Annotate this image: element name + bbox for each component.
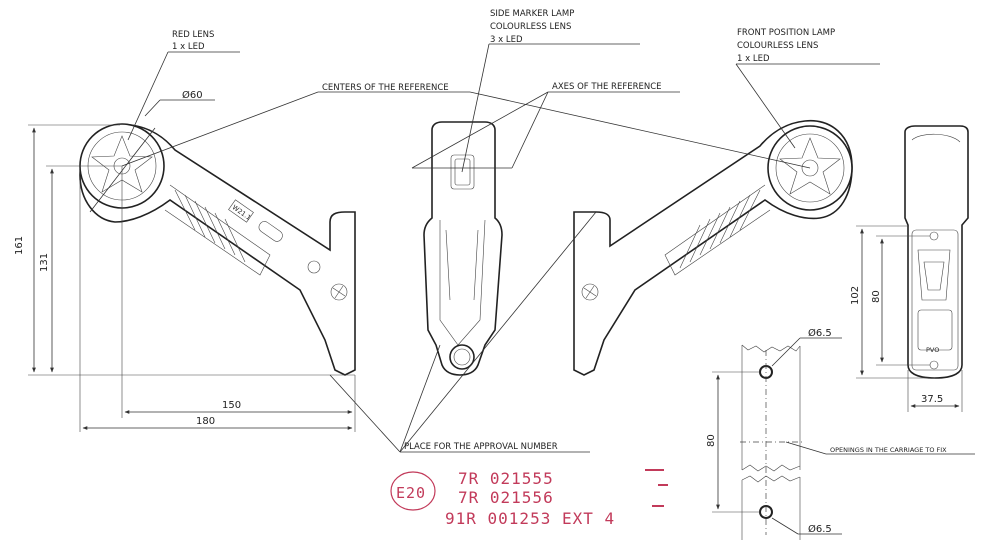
side-marker-lens: COLOURLESS LENS bbox=[490, 22, 571, 32]
front-position-lens: COLOURLESS LENS bbox=[737, 41, 818, 51]
dim-102: 102 bbox=[850, 286, 861, 305]
center-lamp-view bbox=[423, 121, 503, 376]
red-lens-label: RED LENS bbox=[172, 30, 214, 40]
far-right-dimensions: 102 80 37.5 bbox=[850, 225, 963, 412]
pvo-text: PVO bbox=[926, 346, 939, 354]
stamp-line2: 7R 021556 bbox=[458, 488, 554, 507]
left-dimensions: 161 131 150 180 Ø60 bbox=[14, 89, 356, 432]
stamp-prefix: E20 bbox=[396, 484, 426, 502]
dim-d60: Ø60 bbox=[182, 89, 203, 101]
dim-d6-5-top: Ø6.5 bbox=[808, 327, 832, 339]
leader-lines: RED LENS 1 x LED SIDE MARKER LAMP COLOUR… bbox=[121, 9, 880, 453]
dim-180: 180 bbox=[196, 416, 215, 427]
far-right-view: PVO bbox=[904, 125, 969, 379]
dim-161: 161 bbox=[14, 236, 25, 255]
approval-stamp: E20 7R 021555 7R 021556 91R 001253 EXT 4 bbox=[390, 469, 668, 528]
side-marker-qty: 3 x LED bbox=[490, 35, 523, 45]
side-marker-label: SIDE MARKER LAMP bbox=[490, 9, 574, 19]
holes-detail: 80 Ø6.5 Ø6.5 OPENINGS IN THE CARRIAGE TO… bbox=[706, 327, 975, 540]
stamp-line3: 91R 001253 EXT 4 bbox=[445, 509, 615, 528]
centers-ref-label: CENTERS OF THE REFERENCE bbox=[322, 83, 449, 93]
dim-d6-5-bottom: Ø6.5 bbox=[808, 523, 832, 535]
dim-80-side: 80 bbox=[871, 290, 882, 303]
approval-label: PLACE FOR THE APPROVAL NUMBER bbox=[404, 442, 558, 452]
front-position-label: FRONT POSITION LAMP bbox=[737, 28, 835, 38]
red-lens-qty: 1 x LED bbox=[172, 42, 205, 52]
dim-150: 150 bbox=[222, 400, 241, 411]
left-lamp-view: W21.1 bbox=[79, 123, 356, 376]
front-position-qty: 1 x LED bbox=[737, 54, 770, 64]
dim-80-holes: 80 bbox=[706, 434, 717, 447]
stamp-line1: 7R 021555 bbox=[458, 469, 554, 488]
dim-131: 131 bbox=[39, 253, 50, 272]
dim-37-5: 37.5 bbox=[921, 394, 943, 405]
axes-ref-label: AXES OF THE REFERENCE bbox=[552, 82, 662, 92]
openings-label: OPENINGS IN THE CARRIAGE TO FIX bbox=[830, 446, 947, 454]
